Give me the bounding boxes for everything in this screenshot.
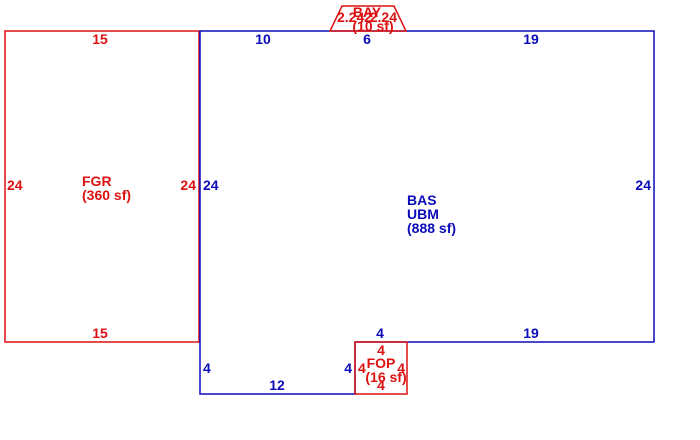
bas-dim-top-b: 6: [363, 31, 371, 47]
bas-name: BAS: [407, 192, 437, 208]
bas-dim-top-a: 10: [255, 31, 271, 47]
bas-dim-bottom-a: 4: [376, 325, 384, 341]
bas-dim-lower-left: 4: [203, 360, 211, 376]
bay-area: (10 sf): [352, 18, 393, 34]
bas-dim-top-c: 19: [523, 31, 539, 47]
fgr-outline: [4, 30, 200, 343]
bay-dim-right: 2.24: [370, 9, 397, 25]
fop-area: (16 sf): [365, 369, 406, 385]
bas-dim-lower-bottom: 12: [269, 377, 285, 393]
bay-name: BAY: [353, 4, 382, 20]
bay-dim-left: 2.24: [337, 9, 364, 25]
fgr-dim-left: 24: [7, 177, 23, 193]
fgr-dim-bottom: 15: [92, 325, 108, 341]
bas-sub: UBM: [407, 206, 439, 222]
fop-name: FOP: [367, 355, 396, 371]
bay-dim-top: 2: [364, 9, 372, 25]
fgr-dim-right: 24: [180, 177, 196, 193]
fgr-area: (360 sf): [82, 187, 131, 203]
fgr-name: FGR: [82, 173, 112, 189]
fop-dim-bottom: 4: [377, 377, 385, 393]
bas-dim-left: 24: [203, 177, 219, 193]
fop-dim-right: 4: [397, 360, 405, 376]
fop-dim-top: 4: [377, 342, 385, 358]
bas-dim-bottom-b: 19: [523, 325, 539, 341]
fop-outline: [354, 341, 408, 395]
bas-dim-right: 24: [635, 177, 651, 193]
fgr-dim-top: 15: [92, 31, 108, 47]
bay-outline: [328, 5, 408, 32]
bas-area: (888 sf): [407, 220, 456, 236]
fop-dim-left: 4: [358, 360, 366, 376]
bas-dim-lower-right: 4: [344, 360, 352, 376]
